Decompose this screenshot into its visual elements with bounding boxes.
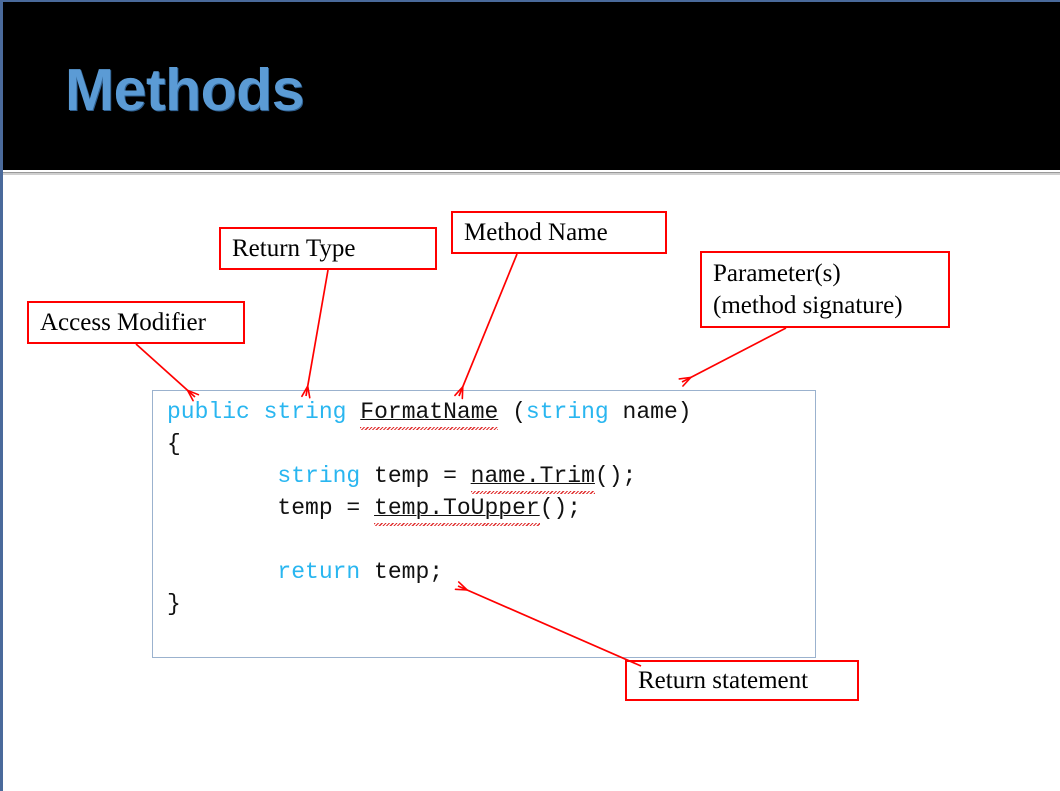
code-return-value: temp; (360, 559, 444, 585)
code-call-parens-2: (); (539, 495, 582, 521)
code-call-name-trim: name.Trim (470, 463, 595, 489)
callout-access-modifier: Access Modifier (27, 301, 245, 344)
arrow-method-name (454, 253, 518, 400)
code-call-temp-toupper: temp.ToUpper (374, 495, 540, 521)
code-open-paren: ( (498, 399, 526, 425)
code-keyword-string-return: string (263, 399, 347, 425)
code-space (250, 399, 264, 425)
code-indent (167, 559, 277, 585)
callout-return-type: Return Type (219, 227, 437, 270)
code-assign-temp: temp = (360, 463, 471, 489)
code-call-parens-1: (); (594, 463, 637, 489)
callout-parameters: Parameter(s) (method signature) (700, 251, 950, 328)
code-keyword-string-local: string (277, 463, 361, 489)
code-text: public string FormatName (string name) {… (167, 396, 692, 620)
callout-return-statement: Return statement (625, 660, 859, 701)
title-divider-rule (3, 172, 1060, 175)
arrow-return-type (301, 269, 329, 399)
code-assign-temp-2: temp = (167, 495, 375, 521)
callout-method-name: Method Name (451, 211, 667, 254)
code-identifier-formatname: FormatName (360, 399, 499, 425)
code-indent (167, 463, 277, 489)
code-keyword-public: public (167, 399, 250, 425)
arrow-parameters (678, 327, 787, 387)
code-open-brace: { (167, 431, 181, 457)
code-keyword-return: return (277, 559, 361, 585)
code-close-brace: } (167, 591, 181, 617)
code-param-name: name) (608, 399, 692, 425)
code-keyword-string-param: string (525, 399, 609, 425)
title-band (3, 2, 1060, 170)
code-block: public string FormatName (string name) {… (152, 390, 816, 658)
code-space (346, 399, 360, 425)
page-title: Methods (65, 57, 305, 123)
